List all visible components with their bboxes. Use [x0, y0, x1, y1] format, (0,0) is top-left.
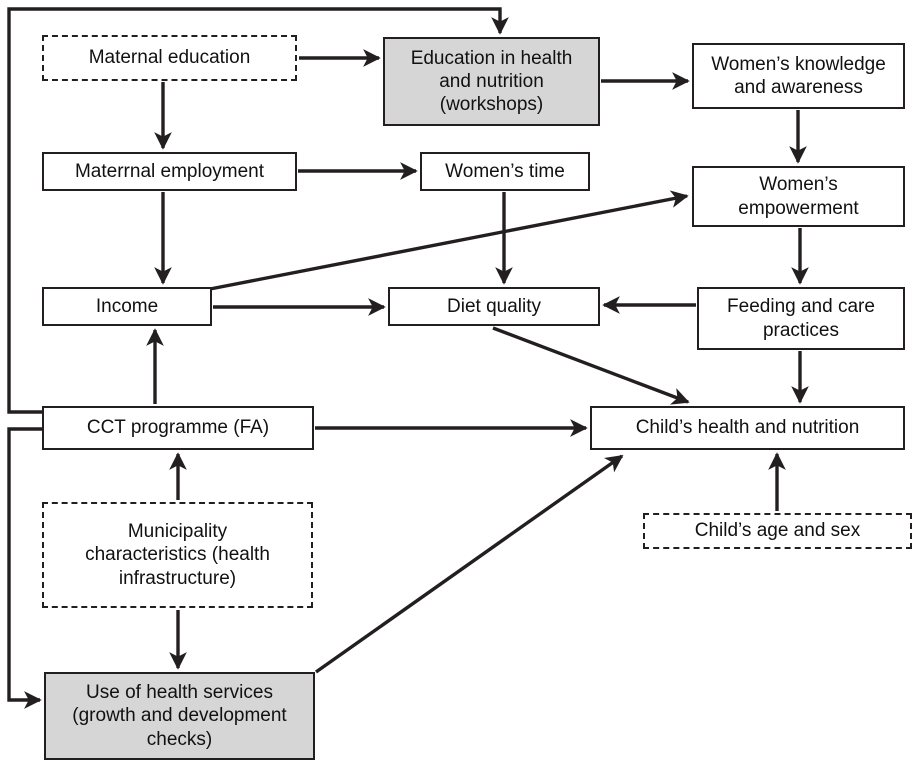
node-womens-empowerment-label: Women’s empowerment	[738, 174, 859, 219]
node-use-of-health-services[interactable]: Use of health services (growth and devel…	[44, 672, 315, 760]
node-childs-age-and-sex[interactable]: Child’s age and sex	[643, 513, 912, 549]
edge-cct-to-education-health	[7, 7, 509, 414]
node-womens-knowledge-and-awareness-label: Women’s knowledge and awareness	[711, 53, 886, 98]
node-diet-quality-label: Diet quality	[447, 295, 541, 317]
edge-income-to-womens-empowerment	[209, 190, 689, 291]
node-use-of-health-services-label: Use of health services (growth and devel…	[72, 682, 287, 750]
node-childs-age-and-sex-label: Child’s age and sex	[694, 520, 861, 542]
node-maternal-employment[interactable]: Materrnal employment	[42, 152, 297, 191]
node-childs-health-and-nutrition[interactable]: Child’s health and nutrition	[590, 406, 905, 450]
node-feeding-and-care-practices-label: Feeding and care practices	[727, 296, 875, 341]
node-womens-knowledge-and-awareness[interactable]: Women’s knowledge and awareness	[692, 43, 905, 109]
node-maternal-education[interactable]: Maternal education	[42, 35, 297, 81]
node-cct-programme[interactable]: CCT programme (FA)	[42, 406, 314, 450]
node-maternal-education-label: Maternal education	[88, 47, 251, 69]
node-diet-quality[interactable]: Diet quality	[388, 287, 600, 326]
node-childs-health-and-nutrition-label: Child’s health and nutrition	[635, 417, 860, 439]
node-education-in-health-and-nutrition-label: Education in health and nutrition (works…	[410, 47, 573, 116]
node-womens-time-label: Women’s time	[445, 160, 565, 182]
node-cct-programme-label: CCT programme (FA)	[86, 417, 270, 439]
node-income-label: Income	[95, 295, 159, 317]
edge-health-services-to-childs-health	[315, 454, 624, 674]
node-municipality-characteristics[interactable]: Municipality characteristics (health inf…	[42, 502, 313, 608]
node-womens-empowerment[interactable]: Women’s empowerment	[692, 166, 905, 227]
node-income[interactable]: Income	[42, 287, 212, 326]
node-feeding-and-care-practices[interactable]: Feeding and care practices	[697, 287, 905, 350]
edge-cct-to-health-services	[7, 427, 42, 709]
node-womens-time[interactable]: Women’s time	[420, 152, 590, 191]
node-municipality-characteristics-label: Municipality characteristics (health inf…	[85, 521, 270, 589]
edge-diet-quality-to-childs-health	[492, 326, 690, 405]
node-maternal-employment-label: Materrnal employment	[74, 160, 265, 182]
node-education-in-health-and-nutrition[interactable]: Education in health and nutrition (works…	[383, 37, 600, 126]
